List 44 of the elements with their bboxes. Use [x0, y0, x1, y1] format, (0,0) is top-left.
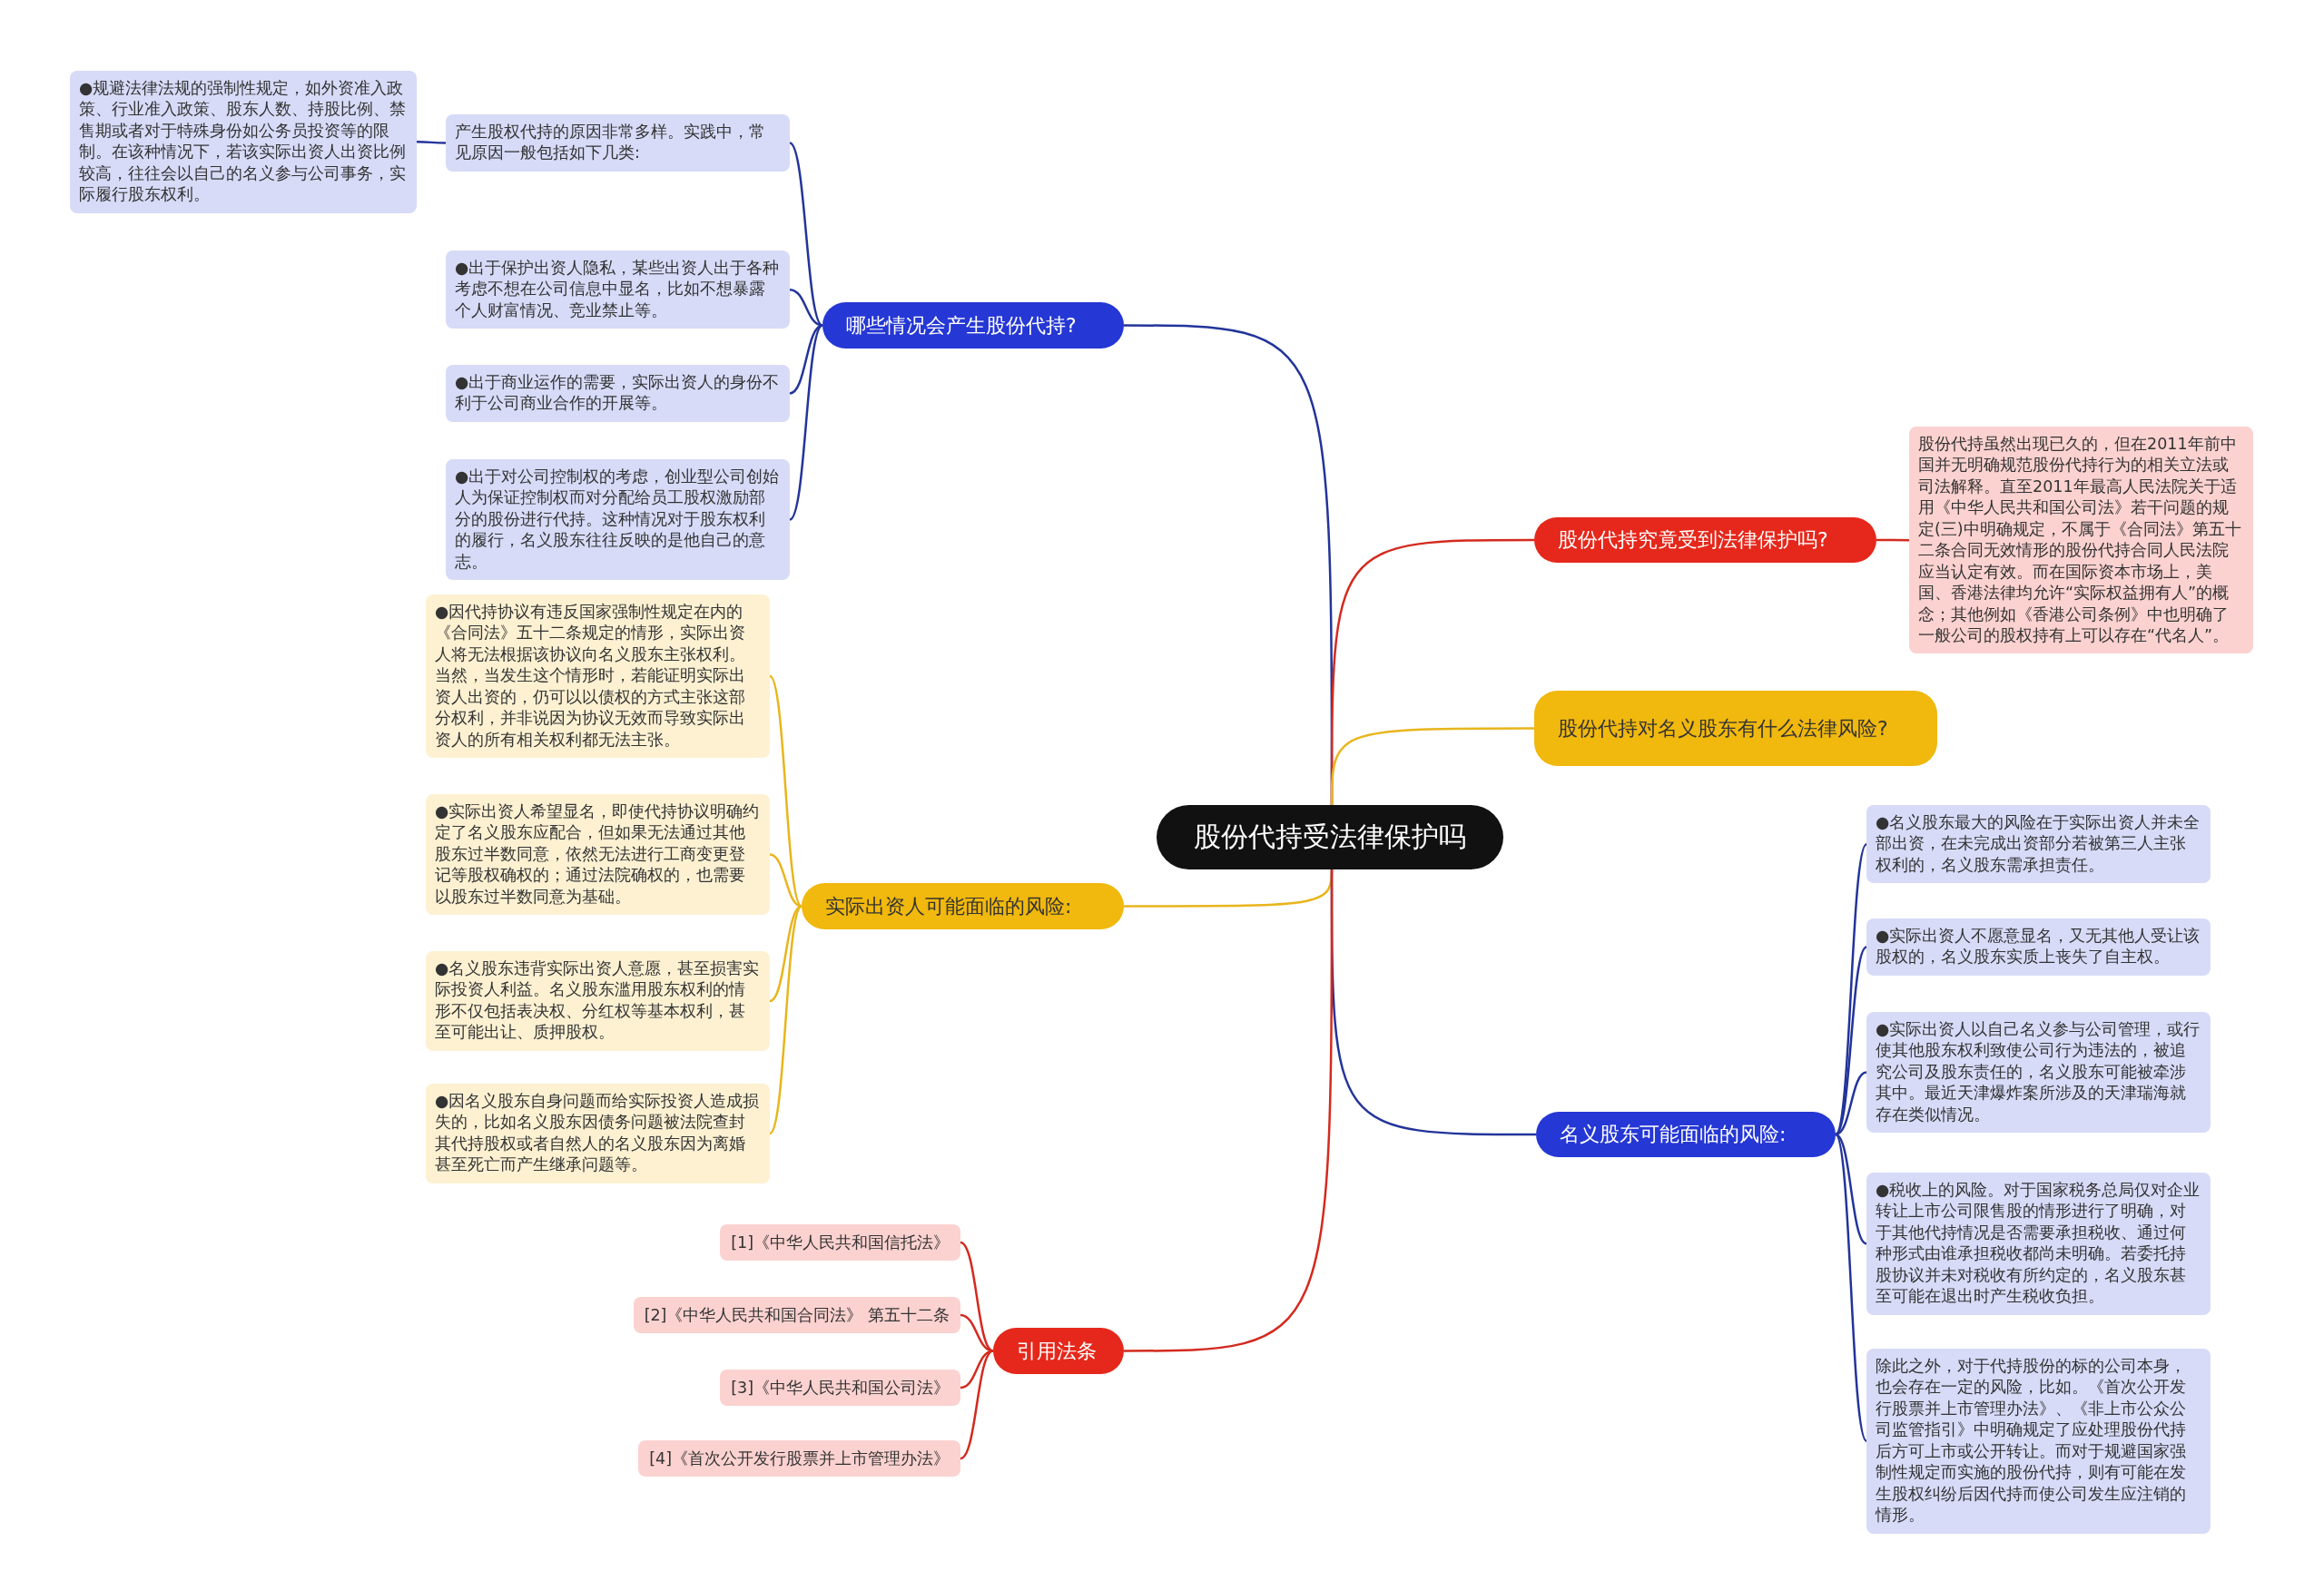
- note-box: ●实际出资人不愿意显名，又无其他人受让该股权的，名义股东实质上丧失了自主权。: [1866, 918, 2211, 976]
- connector-line: [789, 324, 823, 395]
- note-box: ●实际出资人希望显名，即使代持协议明确约定了名义股东应配合，但如果无法通过其他股东过半数同意，依然无法进行工商变更登记等股权确权的；通过法院确权的，也需要以股东过半数同意为基础。: [426, 794, 770, 916]
- connector-line: [960, 1350, 994, 1460]
- note-box: ●名义股东最大的风险在于实际出资人并未全部出资，在未完成出资部分若被第三人主张权利的，名义股东需承担责任。: [1866, 805, 2211, 884]
- note-box: ●税收上的风险。对于国家税务总局仅对企业转让上市公司限售股的情形进行了明确，对于其他代持情况是否需要承担税收、通过何种形式由谁承担税收都尚未明确。若委托持股协议并未对税收有所约定的，名义股东甚至可能在退出时产生税收负担。: [1866, 1173, 2211, 1315]
- note-box: 除此之外，对于代持股份的标的公司本身，也会存在一定的风险，比如。《首次公开发行股票并上市管理办法》、《非上市公众公司监管指引》中明确规定了应处理股份代持后方可上市或公开转让。而对于规避国家强制性规定而实施的股份代持，则有可能在发生股权纠纷后因代持而使公司发生应注销的情形。: [1866, 1349, 2211, 1534]
- topic-box: 引用法条: [993, 1328, 1124, 1374]
- connector-line: [789, 324, 823, 521]
- topic-box: 股份代持对名义股东有什么法律风险?: [1534, 691, 1937, 766]
- note-box: ●规避法律法规的强制性规定，如外资准入政策、行业准入政策、股东人数、持股比例、禁售期或者对于特殊身份如公务员投资等的限制。在该种情况下，若该实际出资人出资比例较高，往往会以自己的名义参与公司事务，实际履行股东权利。: [70, 71, 417, 213]
- topic-box: 实际出资人可能面临的风险:: [802, 883, 1124, 929]
- note-box: ●因名义股东自身问题而给实际投资人造成损失的，比如名义股东因债务问题被法院查封其代持股权或者自然人的名义股东因为离婚甚至死亡而产生继承问题等。: [426, 1084, 770, 1183]
- note-box: ●因代持协议有违反国家强制性规定在内的《合同法》五十二条规定的情形，实际出资人将无法根据该协议向名义股东主张权利。当然，当发生这个情形时，若能证明实际出资人出资的，仍可以以债权的方式主张这部分权利，并非说因为协议无效而导致实际出资人的所有相关权利都无法主张。: [426, 594, 770, 759]
- connector-line: [1835, 1133, 1867, 1245]
- topic-box: 股份代持究竟受到法律保护吗?: [1534, 517, 1876, 563]
- connector-line: [1876, 538, 1909, 542]
- note-box: ●名义股东违背实际出资人意愿，甚至损害实际投资人利益。名义股东滥用股东权利的情形不仅包括表决权、分红权等基本权利，甚至可能出让、质押股权。: [426, 951, 770, 1051]
- note-box: 股份代持虽然出现已久的，但在2011年前中国并无明确规范股份代持行为的相关立法或司法解释。直至2011年最高人民法院关于适用《中华人民共和国公司法》若干问题的规定(三)中明确规定，不属于《合同法》第五十二条合同无效情形的股份代持合同人民法院应当认定有效。而在国际资本市场上，美国、香港法律均允许“实际权益拥有人”的概念；其他例如《香港公司条例》中也明确了一般公司的股权持有上可以存在“代名人”。: [1909, 427, 2253, 654]
- connector-line: [769, 853, 803, 908]
- connector-line: [1835, 1071, 1867, 1136]
- central-topic: 股份代持受法律保护吗: [1157, 805, 1503, 869]
- connector-line: [960, 1313, 994, 1352]
- reference-box: [3]《中华人民共和国公司法》: [720, 1370, 960, 1406]
- note-box: 产生股权代持的原因非常多样。实践中，常见原因一般包括如下几类:: [446, 114, 790, 172]
- topic-box: 名义股东可能面临的风险:: [1536, 1112, 1836, 1157]
- connector-line: [769, 905, 803, 1134]
- note-box: ●实际出资人以自己名义参与公司管理，或行使其他股东权利致使公司行为违法的，被追究公司及股东责任的，名义股东可能被牵涉其中。最近天津爆炸案所涉及的天津瑞海就存在类似情况。: [1866, 1012, 2211, 1134]
- note-box: ●出于商业运作的需要，实际出资人的身份不利于公司商业合作的开展等。: [446, 365, 790, 422]
- connector-line: [769, 905, 803, 1002]
- connector-line: [1834, 1134, 1868, 1442]
- connector-line: [1834, 843, 1868, 1135]
- topic-box: 哪些情况会产生股份代持?: [822, 302, 1124, 349]
- connector-line: [789, 288, 823, 327]
- connector-line: [769, 675, 803, 908]
- connector-line: [789, 142, 823, 327]
- connector-line: [1835, 946, 1867, 1135]
- note-box: ●出于对公司控制权的考虑，创业型公司创始人为保证控制权而对分配给员工股权激励部分的股份进行代持。这种情况对于股东权利的履行，名义股东往往反映的是他自己的意志。: [446, 459, 790, 581]
- reference-box: [1]《中华人民共和国信托法》: [720, 1224, 960, 1261]
- connector-line: [960, 1241, 994, 1352]
- reference-box: [4]《首次公开发行股票并上市管理办法》: [638, 1440, 960, 1477]
- connector-line: [417, 141, 446, 144]
- note-box: ●出于保护出资人隐私，某些出资人出于各种考虑不想在公司信息中显名，比如不想暴露个人财富情况、竞业禁止等。: [446, 250, 790, 329]
- reference-box: [2]《中华人民共和国合同法》 第五十二条: [633, 1297, 960, 1333]
